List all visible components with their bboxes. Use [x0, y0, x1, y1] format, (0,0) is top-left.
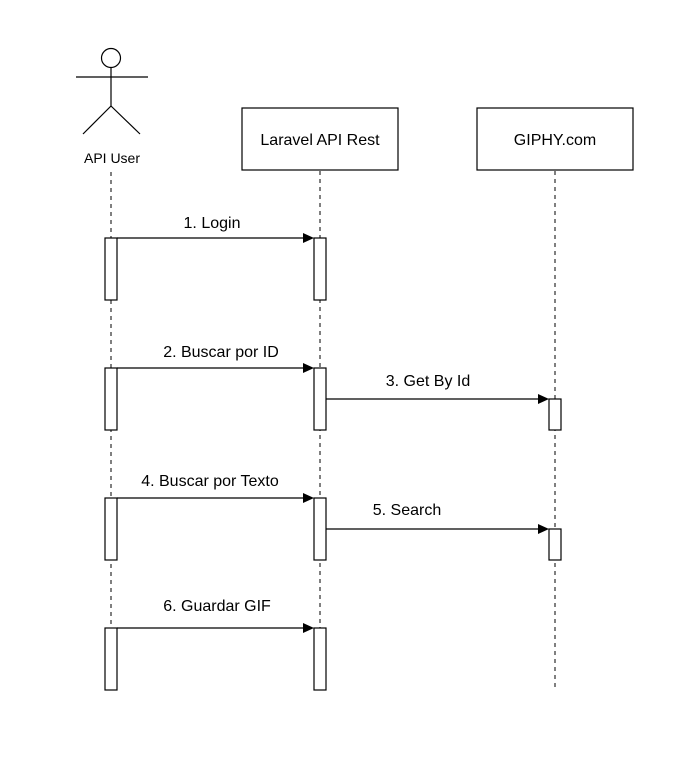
message-arrowhead — [303, 233, 314, 243]
participant-giphy: GIPHY.com — [476, 107, 634, 171]
participant-laravel-api-rest: Laravel API Rest — [241, 107, 399, 171]
message-label: 1. Login — [184, 215, 241, 232]
participant-box — [241, 107, 399, 171]
message-2-buscar-por-id: 2. Buscar por ID — [117, 344, 314, 373]
participant-label: Laravel API Rest — [260, 132, 380, 149]
activation-bar-user-2 — [104, 367, 118, 431]
message-1-login: 1. Login — [117, 215, 314, 243]
activation-bar-laravel-2 — [313, 367, 327, 431]
message-arrowhead — [303, 623, 314, 633]
activation-bar-laravel-4 — [313, 627, 327, 691]
message-4-buscar-por-texto: 4. Buscar por Texto — [117, 473, 314, 503]
activation-bar-user-1 — [104, 237, 118, 301]
message-arrowhead — [538, 394, 549, 404]
message-label: 3. Get By Id — [386, 373, 470, 390]
message-arrowhead — [303, 493, 314, 503]
actor-api-user: API User — [76, 47, 148, 166]
message-arrowhead — [538, 524, 549, 534]
message-3-get-by-id: 3. Get By Id — [326, 373, 549, 404]
activation-bar-laravel-1 — [313, 237, 327, 301]
message-label: 6. Guardar GIF — [163, 598, 271, 615]
activation-bar-laravel-3 — [313, 497, 327, 561]
message-arrowhead — [303, 363, 314, 373]
message-6-guardar-gif: 6. Guardar GIF — [117, 598, 314, 633]
message-label: 2. Buscar por ID — [163, 344, 279, 361]
message-5-search: 5. Search — [326, 502, 549, 534]
activation-bar-giphy-1 — [548, 398, 562, 431]
participant-label: GIPHY.com — [514, 132, 596, 149]
activation-bar-user-3 — [104, 497, 118, 561]
actor-head — [100, 47, 122, 69]
message-label: 5. Search — [373, 502, 441, 519]
activation-bar-user-4 — [104, 627, 118, 691]
message-label: 4. Buscar por Texto — [141, 473, 279, 490]
actor-left-leg — [82, 105, 112, 135]
actor-right-leg — [110, 105, 141, 135]
activation-bar-giphy-2 — [548, 528, 562, 561]
actor-label: API User — [84, 150, 140, 166]
participant-box — [476, 107, 634, 171]
